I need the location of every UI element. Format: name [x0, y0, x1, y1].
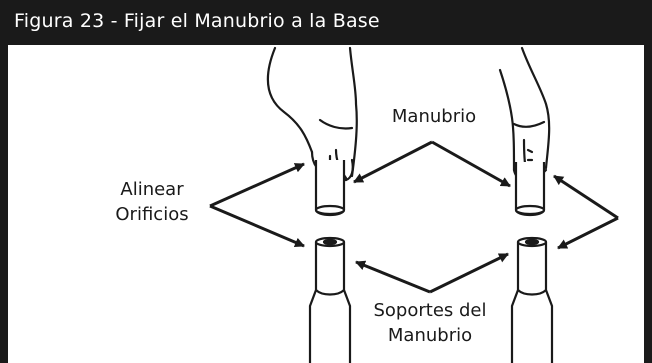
frame-border-left: [0, 45, 8, 363]
align-label-line1: Alinear: [120, 179, 184, 200]
handlebar-arrows: [353, 140, 511, 188]
right-handlebar-tube: [514, 162, 546, 217]
right-support-post: [510, 236, 554, 363]
right-hand-icon: [498, 46, 551, 183]
align-holes-arrows-right: [553, 174, 619, 250]
align-holes-arrows-left: [209, 162, 305, 248]
supports-arrows: [355, 252, 509, 294]
supports-label-line1: Soportes del: [373, 300, 486, 321]
align-label-line2: Orificios: [115, 204, 188, 225]
supports-label-line2: Manubrio: [388, 325, 472, 346]
frame-border-right: [644, 45, 652, 363]
handlebar-label: Manubrio: [392, 106, 476, 127]
left-support-post: [308, 236, 352, 363]
left-handlebar-tube: [314, 160, 346, 217]
figure-title: Figura 23 - Fijar el Manubrio a la Base: [0, 0, 652, 45]
